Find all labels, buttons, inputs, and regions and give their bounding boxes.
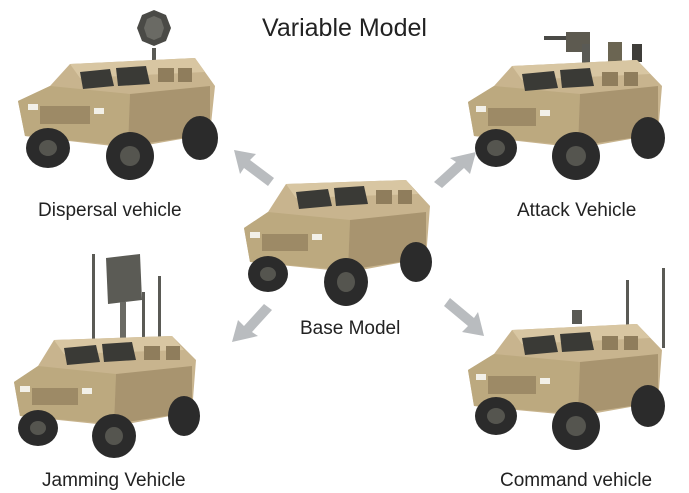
arrow-to-command-icon	[444, 298, 484, 336]
diagram-title: Variable Model	[262, 14, 427, 42]
dispersal-vehicle	[10, 6, 225, 194]
arrow-to-attack-icon	[434, 152, 476, 188]
base-vehicle-label: Base Model	[300, 318, 401, 339]
jamming-vehicle-icon	[14, 254, 200, 458]
jamming-vehicle	[10, 252, 210, 460]
command-vehicle-icon	[468, 268, 665, 450]
base-vehicle	[238, 172, 443, 314]
attack-vehicle-label: Attack Vehicle	[517, 200, 637, 221]
dispersal-vehicle-label: Dispersal vehicle	[38, 200, 182, 221]
attack-vehicle-icon	[468, 32, 665, 180]
arrow-to-dispersal-icon	[234, 150, 274, 186]
jamming-vehicle-label: Jamming Vehicle	[42, 470, 186, 491]
command-vehicle	[462, 266, 680, 462]
dispersal-vehicle-icon	[18, 10, 218, 180]
attack-vehicle	[462, 24, 680, 194]
arrow-to-jamming-icon	[232, 304, 272, 342]
command-vehicle-label: Command vehicle	[500, 470, 653, 491]
base-vehicle-icon	[244, 180, 432, 306]
